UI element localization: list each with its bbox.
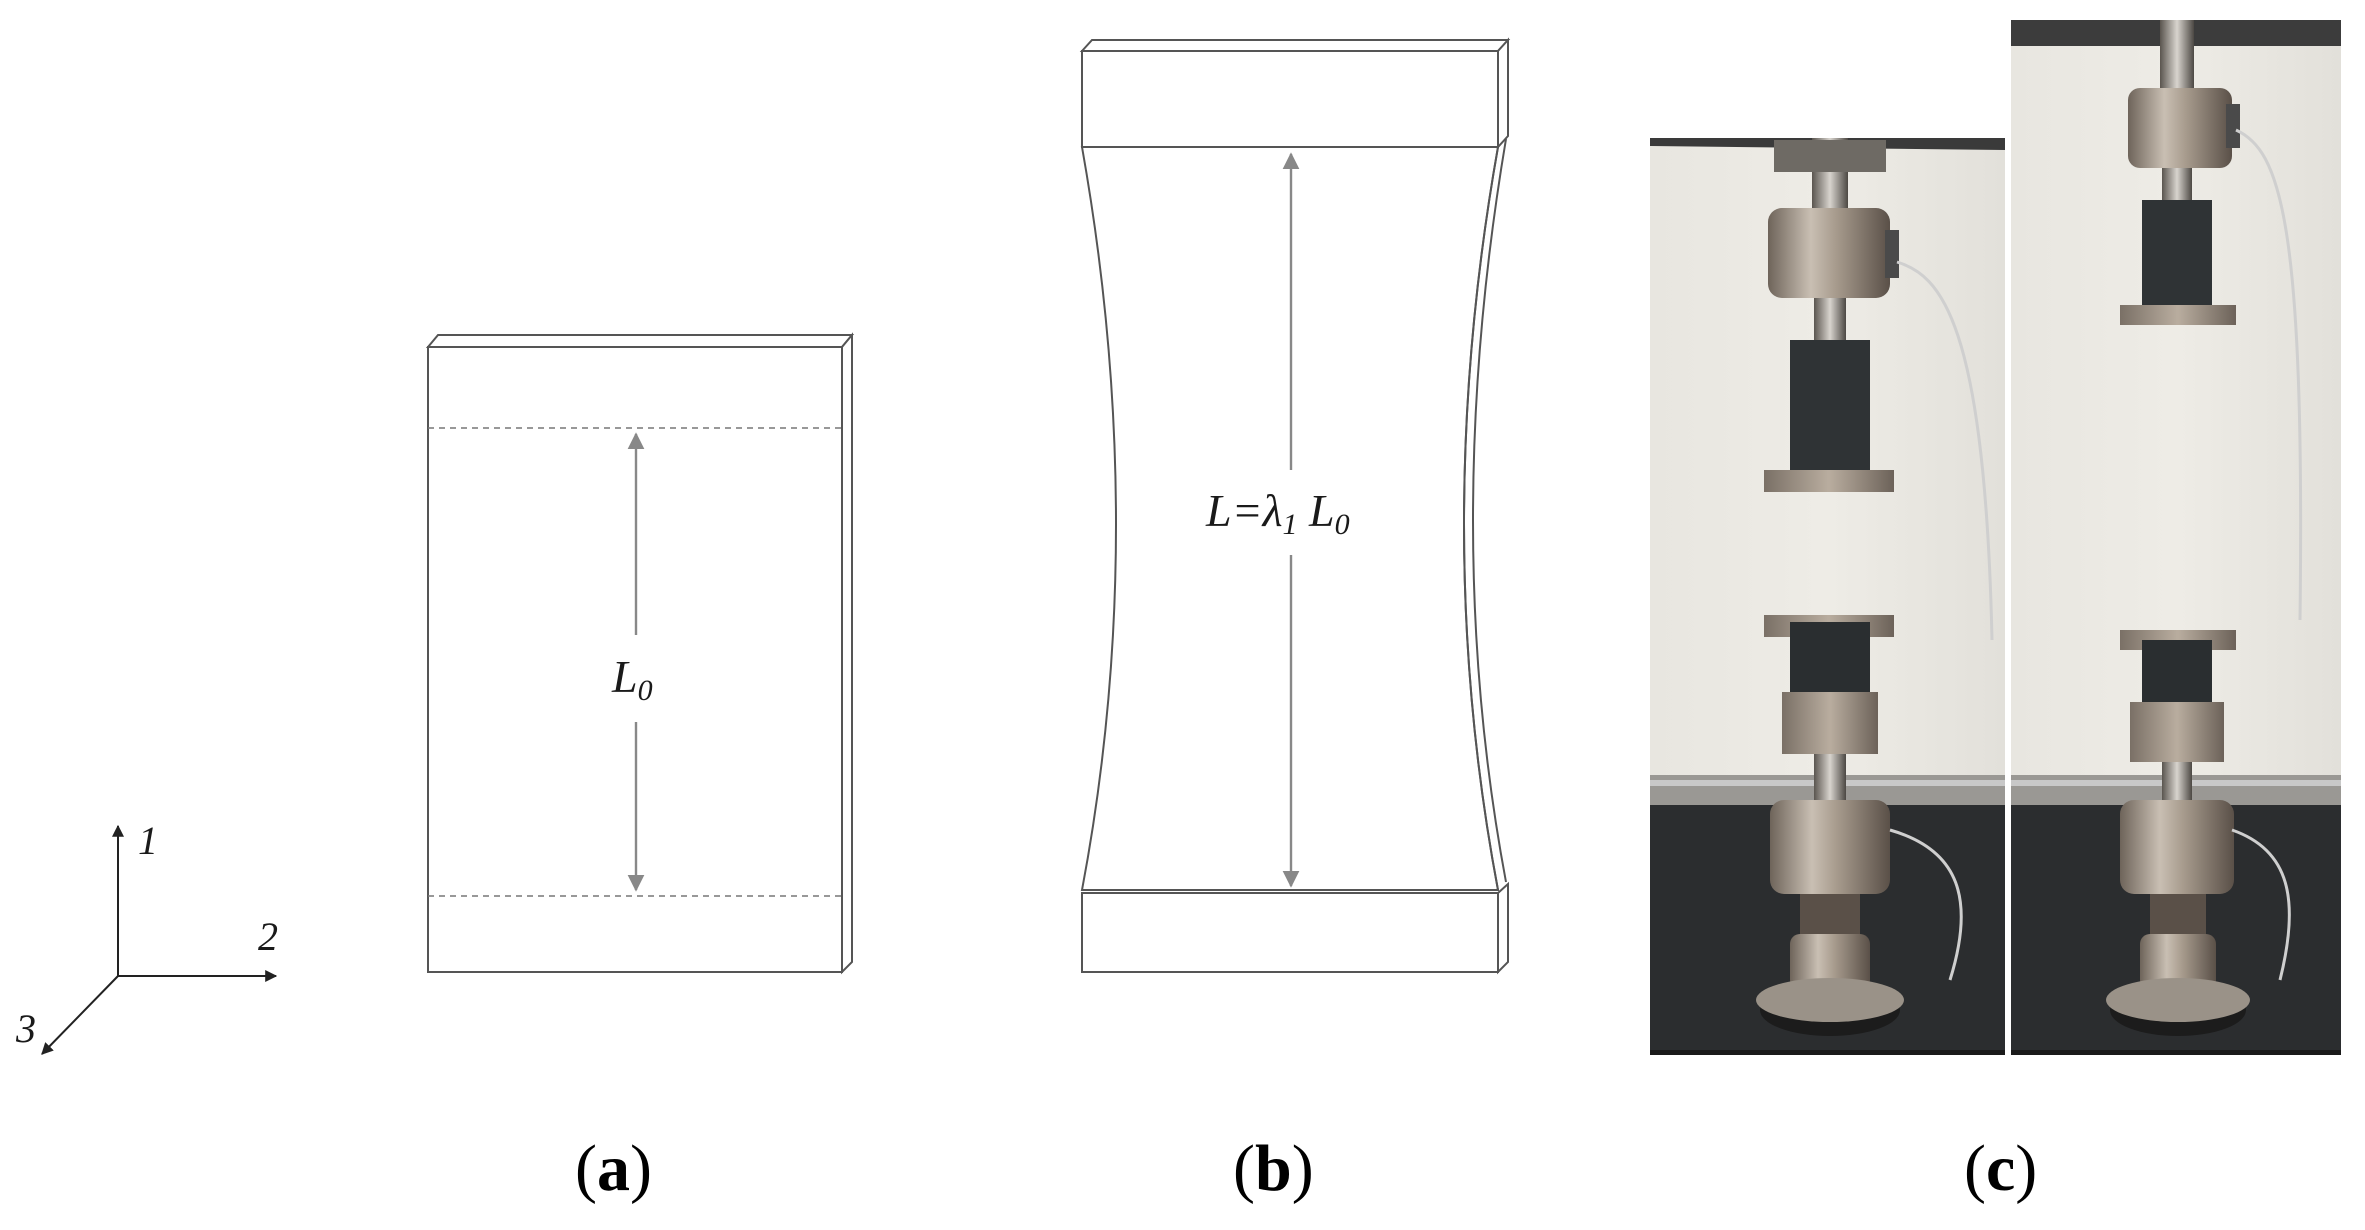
specimen-b-side-edge (1463, 138, 1507, 891)
coordinate-axes: 1 2 3 (15, 818, 278, 1055)
specimen-a-top-face (425, 334, 855, 348)
panel-a-caption: (a) (575, 1132, 652, 1205)
axis-3-arrow (41, 975, 119, 1055)
stretched-specimen-photo (2011, 20, 2341, 1055)
panel-b-caption: (b) (1233, 1132, 1314, 1205)
axis-1-label: 1 (138, 818, 158, 863)
panel-c-caption: (c) (1964, 1132, 2037, 1205)
specimen-a-side-face (841, 332, 853, 975)
specimen-b-bottom-tab-front (1081, 892, 1499, 973)
specimen-b-top-tab-top-face (1079, 39, 1511, 52)
undeformed-specimen-photo (1650, 138, 2005, 1055)
stretched-length-label: L=λ1 L0 (1205, 485, 1350, 541)
axis-3-label: 3 (15, 1006, 36, 1051)
specimen-b-top-tab-front (1081, 50, 1499, 148)
gauge-length-label-a: L0 (611, 651, 653, 707)
panel-c-photos (1650, 20, 2341, 1055)
panel-a-undeformed-specimen: L0 (425, 332, 855, 975)
specimen-b-bottom-tab-side (1497, 881, 1509, 975)
panel-b-stretched-specimen: L=λ1 L0 (1079, 37, 1511, 975)
axis-2-label: 2 (258, 914, 278, 959)
specimen-b-top-tab-side (1497, 37, 1509, 150)
